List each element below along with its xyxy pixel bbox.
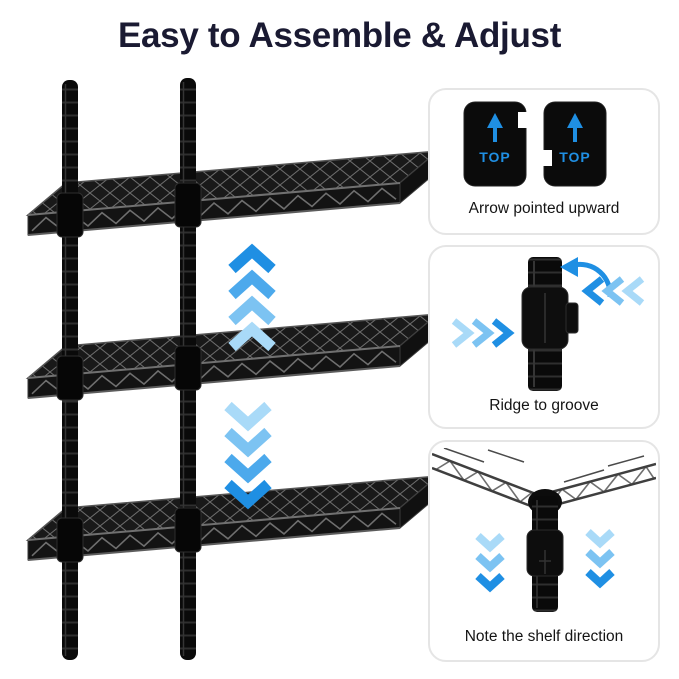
shelving-unit-graphic (25, 78, 440, 660)
truss-zigzag (31, 512, 397, 557)
panel-shelf-direction: Note the shelf direction (428, 440, 660, 662)
pole-sleeve (526, 529, 564, 577)
adjust-up-chevrons-icon (228, 243, 276, 352)
up-arrow-icon (487, 113, 503, 128)
adjust-down-chevrons-icon (224, 401, 272, 510)
split-sleeve-pair-icon: TOP TOP (463, 101, 607, 187)
top-label: TOP (559, 149, 591, 165)
panel-caption: Ridge to groove (489, 397, 599, 414)
clip-sleeve (521, 286, 579, 350)
top-label: TOP (479, 149, 511, 165)
shelf-corner-icon (432, 448, 656, 612)
pole-clip-icon (451, 257, 645, 391)
left-chevrons-icon (451, 318, 515, 348)
shelf-bottom (25, 474, 440, 561)
up-arrow-icon (567, 113, 583, 128)
truss-zigzag (31, 187, 397, 232)
page-title: Easy to Assemble & Adjust (117, 16, 562, 55)
shelf-middle (25, 312, 440, 399)
left-down-chevrons-icon (475, 533, 505, 593)
panel-arrow-upward: TOP TOP Arrow pointed upward (428, 88, 660, 235)
panel-caption: Arrow pointed upward (468, 200, 620, 217)
right-down-chevrons-icon (585, 529, 615, 589)
sleeve-left: TOP (463, 101, 528, 187)
shelf-collars (56, 182, 202, 563)
panel-caption: Note the shelf direction (464, 628, 624, 645)
shelf-corner-truss (432, 448, 656, 510)
sleeve-right: TOP (542, 101, 607, 187)
panel-ridge-groove: Ridge to groove (428, 245, 660, 429)
right-chevrons-icon (581, 276, 645, 306)
shelf-top (25, 149, 440, 236)
truss-zigzag (31, 350, 397, 395)
